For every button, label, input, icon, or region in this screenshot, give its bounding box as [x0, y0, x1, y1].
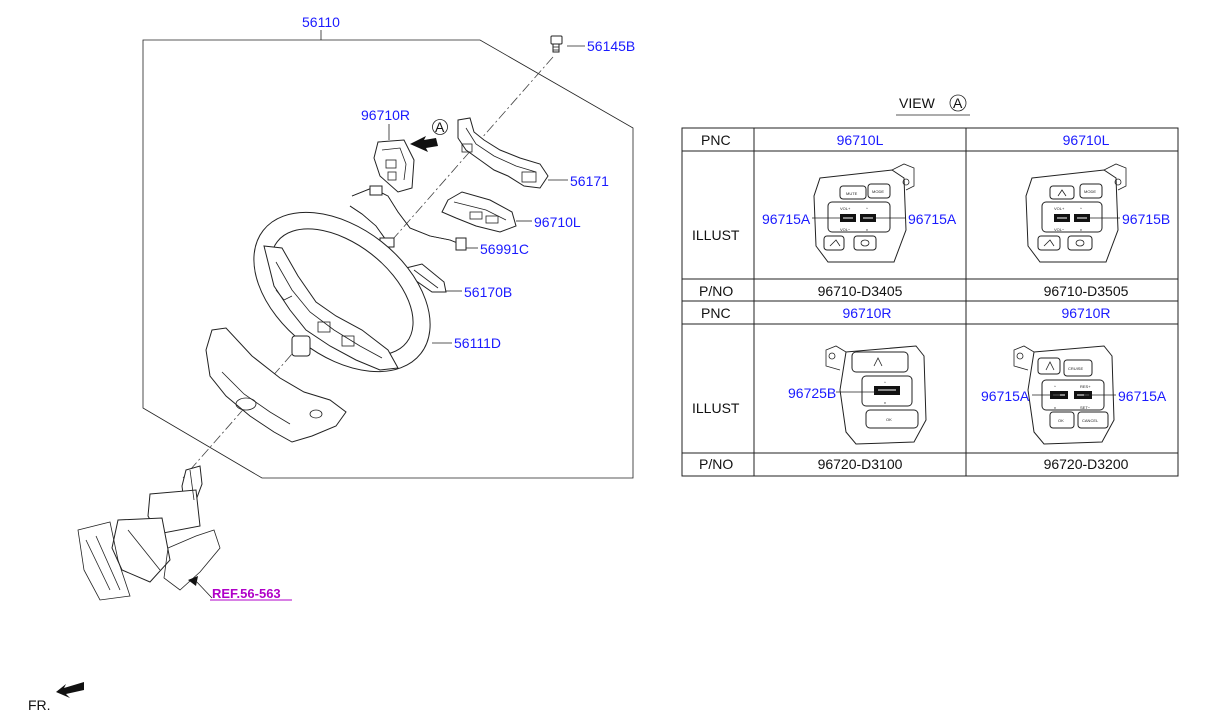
callout-top-col1-right[interactable]: 96715A: [908, 211, 957, 227]
view-marker-circle: [432, 119, 448, 135]
view-table: [681, 127, 1179, 477]
label-56111D[interactable]: 56111D: [454, 335, 501, 351]
view-arrow: [410, 136, 438, 152]
btn-volup-label: VOL+: [840, 206, 851, 211]
row-header-pnc-bottom: PNC: [701, 305, 731, 321]
steering-column-part: [77, 465, 221, 601]
svg-text:^: ^: [866, 206, 868, 211]
btn4-set-label: SET−: [1080, 405, 1091, 410]
switch-right-part: [373, 139, 415, 193]
svg-text:^: ^: [1054, 384, 1056, 389]
svg-text:v: v: [884, 400, 886, 405]
pnc-top-col1[interactable]: 96710L: [837, 132, 884, 148]
label-96710L[interactable]: 96710L: [534, 214, 581, 230]
assembly-axis: [182, 56, 554, 479]
callout-top-col2-right[interactable]: 96715B: [1122, 211, 1170, 227]
row-header-illust-bottom: ILLUST: [692, 400, 740, 416]
illust-bottom-col1: ^ v OK: [825, 345, 927, 445]
callout-bottom-col2-right[interactable]: 96715A: [1118, 388, 1167, 404]
front-label: FR.: [28, 697, 51, 713]
pno-top-col1: 96710-D3405: [818, 283, 903, 299]
row-header-pnc-top: PNC: [701, 132, 731, 148]
switch-left-part: [441, 191, 517, 233]
view-title-marker: A: [953, 95, 963, 111]
label-56110[interactable]: 56110: [302, 14, 340, 30]
pno-bottom-col1: 96720-D3100: [818, 456, 903, 472]
btn-mode-label: MODE: [872, 189, 884, 194]
svg-text:v: v: [1080, 227, 1082, 232]
assembly-frame: [142, 39, 634, 479]
btn-mute-label: MUTE: [846, 191, 858, 196]
svg-text:v: v: [1054, 405, 1056, 410]
reference-leader: [194, 579, 213, 599]
lower-cover-part: [205, 327, 347, 443]
svg-text:^: ^: [884, 380, 886, 385]
btn4-res-label: RES+: [1080, 384, 1091, 389]
row-header-pno-top: P/NO: [699, 283, 733, 299]
extension-wire-part: [349, 185, 467, 251]
pnc-bottom-col2[interactable]: 96710R: [1061, 305, 1110, 321]
btn3-ok-label: OK: [886, 417, 892, 422]
pnc-top-col2[interactable]: 96710L: [1063, 132, 1110, 148]
illust-top-col2: MODE VOL+ VOL− ^ v: [1025, 163, 1127, 263]
row-header-illust-top: ILLUST: [692, 227, 740, 243]
pno-top-col2: 96710-D3505: [1044, 283, 1129, 299]
svg-text:^: ^: [1080, 206, 1082, 211]
view-marker-letter: A: [435, 119, 445, 135]
btn2-mode-label: MODE: [1084, 189, 1096, 194]
btn-voldown-label: VOL−: [840, 227, 851, 232]
label-56170B[interactable]: 56170B: [464, 284, 512, 300]
btn2-voldown-label: VOL−: [1054, 227, 1065, 232]
view-title-circle: [949, 94, 967, 112]
pnc-bottom-col1[interactable]: 96710R: [842, 305, 891, 321]
pno-bottom-col2: 96720-D3200: [1044, 456, 1129, 472]
label-56991C[interactable]: 56991C: [480, 241, 529, 257]
label-96710R[interactable]: 96710R: [361, 107, 410, 123]
btn4-cancel-label: CANCEL: [1082, 418, 1099, 423]
btn4-ok-label: OK: [1058, 418, 1064, 423]
clock-spring-part: [457, 117, 549, 189]
reference-label[interactable]: REF.56-563: [212, 586, 281, 601]
label-56145B[interactable]: 56145B: [587, 38, 635, 54]
callout-top-col1-left[interactable]: 96715A: [762, 211, 811, 227]
label-56171[interactable]: 56171: [570, 173, 609, 189]
view-title: VIEW: [899, 95, 936, 111]
row-header-pno-bottom: P/NO: [699, 456, 733, 472]
front-arrow: [56, 682, 84, 698]
svg-text:v: v: [866, 227, 868, 232]
reference-arrow: [188, 576, 198, 586]
callout-bottom-col2-left[interactable]: 96715A: [981, 388, 1030, 404]
btn2-volup-label: VOL+: [1054, 206, 1065, 211]
btn4-cruise-label: CRUISE: [1068, 366, 1083, 371]
bolt-part: [550, 35, 563, 53]
illust-top-col1: MUTE MODE VOL+ VOL− ^ v: [813, 163, 915, 263]
wheel-body-part: [253, 211, 431, 373]
callout-bottom-col1-left[interactable]: 96725B: [788, 385, 836, 401]
